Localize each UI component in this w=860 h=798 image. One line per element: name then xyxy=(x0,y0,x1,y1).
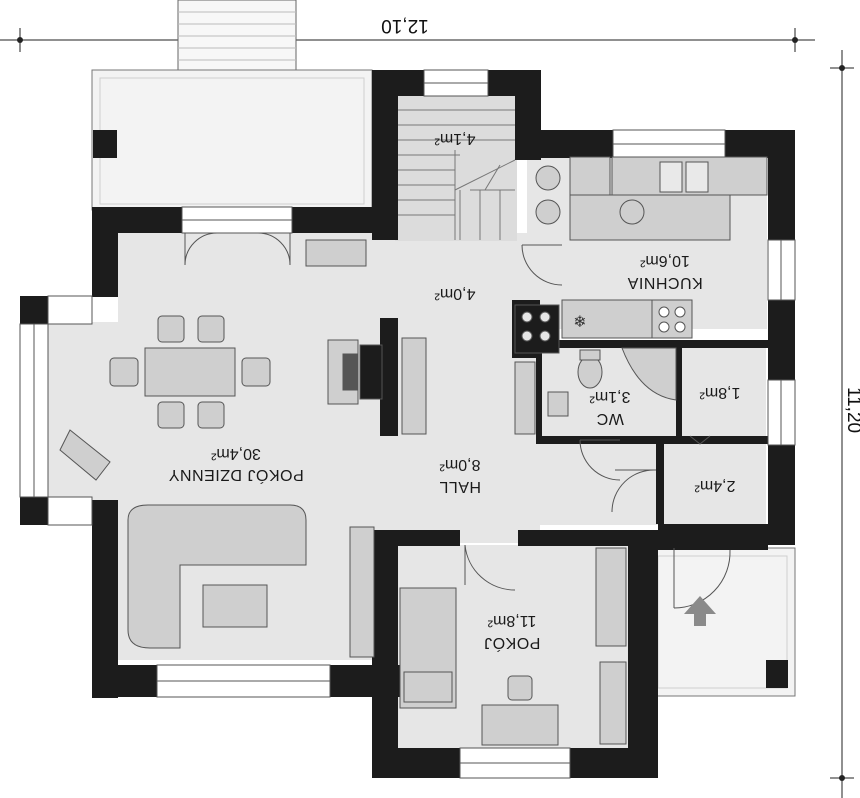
chair xyxy=(197,315,225,343)
room-name: POKÓJ xyxy=(484,634,541,653)
kitchen-area: 10,6m² xyxy=(639,252,689,269)
furniture xyxy=(59,156,768,746)
coffee-table xyxy=(202,584,268,628)
wardrobe xyxy=(349,526,375,658)
shelf xyxy=(514,361,536,435)
hall-area: 8,0m² xyxy=(439,456,481,473)
chair xyxy=(241,357,271,387)
width-dimension-label: 12,10 xyxy=(381,15,429,36)
terrace xyxy=(91,69,373,211)
chair xyxy=(157,401,185,429)
wc-name: WC xyxy=(596,410,624,427)
dimension-top: 12,10 xyxy=(0,15,815,52)
sofa xyxy=(127,504,307,649)
room-area: 11,8m² xyxy=(487,612,536,629)
snowflake-icon: ❄ xyxy=(573,312,586,331)
front-steps xyxy=(177,0,297,73)
dimension-right: 11,20 xyxy=(830,50,860,798)
height-dimension-label: 11,20 xyxy=(843,387,860,433)
vestibule-area: 2,4m² xyxy=(694,477,736,494)
hall-name: HALL xyxy=(439,478,481,495)
chair xyxy=(157,315,185,343)
armchair xyxy=(59,429,111,481)
wc-area: 3,1m² xyxy=(589,388,631,405)
stairs-area: 4,1m² xyxy=(434,130,476,147)
doors xyxy=(184,232,731,609)
shelf xyxy=(401,337,427,435)
storage-area: 1,8m² xyxy=(699,384,741,401)
room-labels: 4,1m² KUCHNIA 10,6m² 4,0m² POKÓJ DZIENNY… xyxy=(168,130,740,653)
entrance-arrow-icon xyxy=(684,596,716,626)
dining-table xyxy=(144,347,236,397)
chair xyxy=(197,401,225,429)
windows xyxy=(19,69,796,779)
living-room-area: 30,4m² xyxy=(210,445,260,462)
living-room-name: POKÓJ DZIENNY xyxy=(168,466,303,485)
kitchen-name: KUCHNIA xyxy=(627,274,703,291)
chair xyxy=(109,357,139,387)
cabinet xyxy=(305,239,367,267)
staircase xyxy=(398,109,516,240)
corridor-area: 4,0m² xyxy=(434,285,476,302)
